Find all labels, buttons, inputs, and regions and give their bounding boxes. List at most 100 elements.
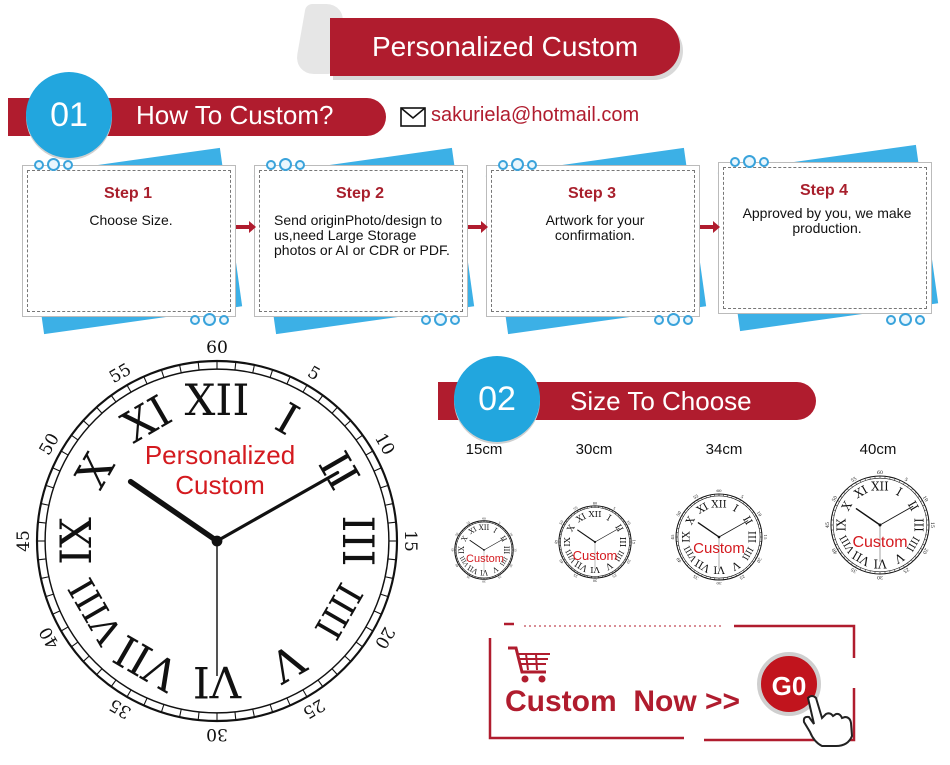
small-clock-text: Custom — [572, 548, 618, 563]
size-label-30[interactable]: 30cm — [575, 441, 613, 458]
minute-number: 30 — [877, 574, 883, 580]
tick-mark — [681, 515, 684, 517]
tick-mark — [40, 503, 49, 506]
minute-hand — [879, 505, 914, 526]
tick-mark — [570, 514, 573, 517]
minute-number: 50 — [831, 495, 839, 503]
tick-mark — [850, 562, 853, 565]
minute-number: 55 — [573, 506, 579, 512]
tick-mark — [690, 567, 692, 570]
tick-mark — [583, 507, 585, 510]
tick-mark — [561, 555, 564, 557]
minute-number: 60 — [716, 488, 722, 493]
tick-mark — [355, 641, 363, 648]
tick-mark — [608, 508, 610, 511]
tick-mark — [143, 697, 148, 706]
tick-mark — [37, 521, 47, 524]
tick-mark — [197, 711, 200, 721]
size-label-15[interactable]: 15cm — [465, 441, 503, 458]
hand-pointer-icon — [802, 695, 854, 747]
step-title: Step 3 — [567, 185, 616, 202]
tick-mark — [835, 543, 838, 546]
step-title: Step 4 — [799, 182, 848, 199]
tick-mark — [917, 552, 920, 555]
minute-hand — [215, 470, 340, 543]
tick-mark — [626, 555, 629, 557]
tick-mark — [705, 575, 707, 578]
tick-mark — [71, 434, 79, 441]
tick-mark — [701, 497, 703, 500]
size-label-40[interactable]: 40cm — [859, 441, 897, 458]
roman-numeral: VI — [480, 568, 489, 577]
shopping-cart-icon[interactable] — [506, 644, 554, 684]
minute-number: 50 — [675, 510, 682, 517]
tick-mark — [40, 576, 49, 579]
roman-numeral: XI — [852, 483, 870, 502]
go-button[interactable]: G0 — [757, 652, 821, 716]
minute-number: 20 — [921, 547, 929, 555]
minute-number: 55 — [850, 476, 858, 484]
roman-numeral: VIII — [460, 555, 471, 569]
custom-now-link[interactable]: Custom Now >> — [505, 685, 741, 718]
tick-mark — [495, 523, 497, 525]
tick-mark — [742, 570, 745, 572]
tick-mark — [508, 563, 510, 565]
tick-mark — [197, 361, 200, 371]
tick-mark — [495, 575, 497, 577]
tick-mark — [620, 564, 623, 567]
minute-number: 45 — [554, 540, 558, 544]
tick-mark — [612, 510, 614, 513]
tick-mark — [627, 552, 630, 554]
section2-title: Size To Choose — [570, 386, 752, 416]
tick-mark — [626, 527, 629, 529]
tick-mark — [563, 523, 566, 525]
tick-mark — [560, 530, 563, 532]
tick-mark — [847, 488, 849, 491]
roman-numeral: III — [911, 518, 925, 532]
minute-number: 15 — [763, 534, 768, 540]
tick-mark — [705, 496, 707, 499]
tick-mark — [837, 500, 840, 502]
tick-mark — [179, 709, 182, 718]
tick-mark — [563, 559, 566, 561]
step-card-2: Step 2 Send originPhoto/design to us,nee… — [253, 147, 475, 335]
minute-number: 15 — [400, 530, 420, 552]
tick-mark — [466, 526, 468, 528]
tick-mark — [749, 508, 752, 510]
tick-mark — [911, 488, 913, 491]
email-link[interactable]: sakuriela@hotmail.com — [431, 104, 640, 126]
tick-mark — [471, 575, 473, 577]
roman-numeral: XI — [575, 512, 588, 525]
tick-mark — [859, 480, 862, 483]
tick-mark — [924, 509, 927, 511]
tick-mark — [731, 496, 733, 499]
step-title: Step 2 — [335, 185, 384, 202]
tick-mark — [920, 548, 923, 550]
section1-number: 01 — [26, 72, 112, 158]
tick-mark — [914, 492, 917, 494]
tick-mark — [464, 570, 466, 572]
size-label-34[interactable]: 34cm — [705, 441, 743, 458]
minute-number: 10 — [626, 520, 632, 526]
tick-mark — [385, 576, 394, 579]
tick-mark — [627, 530, 630, 532]
roman-numeral: XII — [185, 376, 250, 426]
step-text: Approved by you, we make production. — [742, 205, 912, 236]
tick-mark — [898, 480, 901, 483]
minute-number: 40 — [559, 558, 565, 564]
hour-hand — [127, 478, 220, 544]
minute-number: 35 — [692, 574, 699, 581]
minute-number: 35 — [850, 566, 858, 574]
tick-mark — [464, 528, 466, 530]
tick-mark — [850, 485, 853, 488]
tick-mark — [615, 512, 617, 515]
tick-mark — [924, 539, 927, 541]
roman-numeral: III — [617, 537, 627, 547]
tick-mark — [286, 376, 291, 385]
tick-mark — [686, 508, 689, 510]
